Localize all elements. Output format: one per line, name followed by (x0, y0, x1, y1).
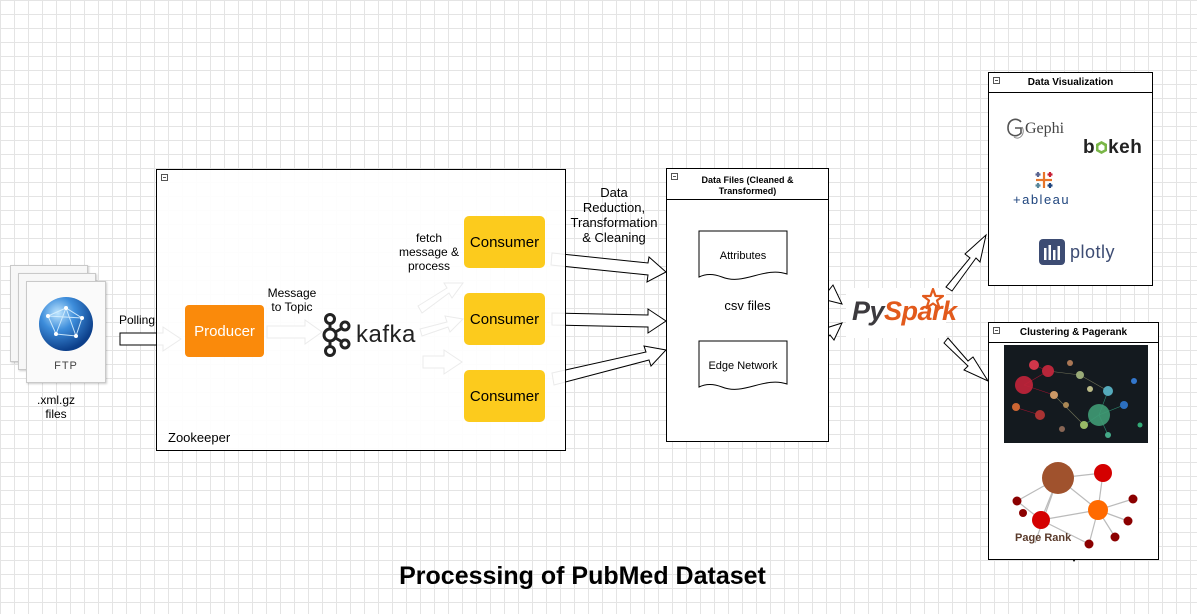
data-files-frame: Data Files (Cleaned & Transformed) csv f… (666, 168, 829, 442)
kafka-label: kafka (356, 321, 416, 348)
network-cluster-image (1004, 345, 1148, 443)
arrow-consumer2-datafiles (551, 308, 667, 334)
producer-node: Producer (185, 305, 264, 357)
pyspark-py: Py (852, 296, 885, 326)
edge-network-label: Edge Network (708, 360, 778, 372)
pagerank-graph-image (1012, 462, 1138, 549)
arrow-consumer3-datafiles (551, 345, 667, 386)
data-visualization-title: Data Visualization (1027, 77, 1114, 88)
gephi-logo: Gephi (1005, 117, 1075, 143)
fetch-label: fetch message & process (398, 231, 460, 273)
ftp-label: FTP (54, 360, 78, 372)
edge-network-document-icon (698, 340, 788, 390)
data-visualization-collapse-icon[interactable] (993, 77, 1000, 84)
polling-label: Polling (118, 313, 156, 327)
bokeh-logo-icon (1096, 141, 1108, 154)
pyspark-logo: PySpark (846, 288, 957, 338)
zookeeper-collapse-icon[interactable] (161, 174, 168, 181)
zookeeper-label: Zookeeper (168, 430, 231, 445)
tableau-logo: +ableau (1013, 169, 1079, 209)
consumer-node-3: Consumer (464, 370, 545, 422)
consumer-node-1: Consumer (464, 216, 545, 268)
clustering-frame: Clustering & Pagerank (988, 322, 1159, 560)
attributes-file: Attributes (698, 230, 788, 282)
pagerank-label: Page Rank (1015, 532, 1072, 544)
attributes-document-icon (698, 230, 788, 280)
clustering-collapse-icon[interactable] (993, 327, 1000, 334)
data-files-collapse-icon[interactable] (671, 173, 678, 180)
tableau-logo-icon (1035, 172, 1053, 188)
csv-files-caption: csv files (724, 298, 771, 313)
pyspark-spark: Spark (884, 296, 957, 326)
pyspark-star-icon (922, 288, 944, 310)
page-title: Processing of PubMed Dataset (399, 562, 766, 590)
arrow-pyspark-clustering (943, 337, 990, 383)
clustering-title: Clustering & Pagerank (1019, 327, 1128, 338)
gephi-label: Gephi (1025, 120, 1065, 137)
kafka-logo: kafka (321, 312, 421, 358)
consumer-node-2: Consumer (464, 293, 545, 345)
edge-network-file: Edge Network (698, 340, 788, 392)
arrow-consumer1-datafiles (550, 252, 667, 283)
tableau-label: +ableau (1013, 192, 1071, 207)
gephi-logo-icon (1007, 118, 1024, 139)
arrow-pyspark-visualization (945, 233, 987, 292)
message-to-topic-label: Message to Topic (267, 286, 317, 314)
ftp-source: FTP (8, 265, 108, 385)
data-reduction-label: Data Reduction, Transformation & Cleanin… (570, 185, 658, 245)
kafka-logo-icon (322, 313, 351, 357)
plotly-logo: plotly (1039, 239, 1119, 267)
plotly-logo-icon (1039, 239, 1065, 265)
ftp-globe-icon (39, 297, 93, 351)
plotly-label: plotly (1070, 242, 1116, 262)
attributes-label: Attributes (719, 250, 767, 262)
data-files-title: Data Files (Cleaned & Transformed) (701, 175, 794, 196)
source-caption: .xml.gz files (36, 393, 75, 421)
